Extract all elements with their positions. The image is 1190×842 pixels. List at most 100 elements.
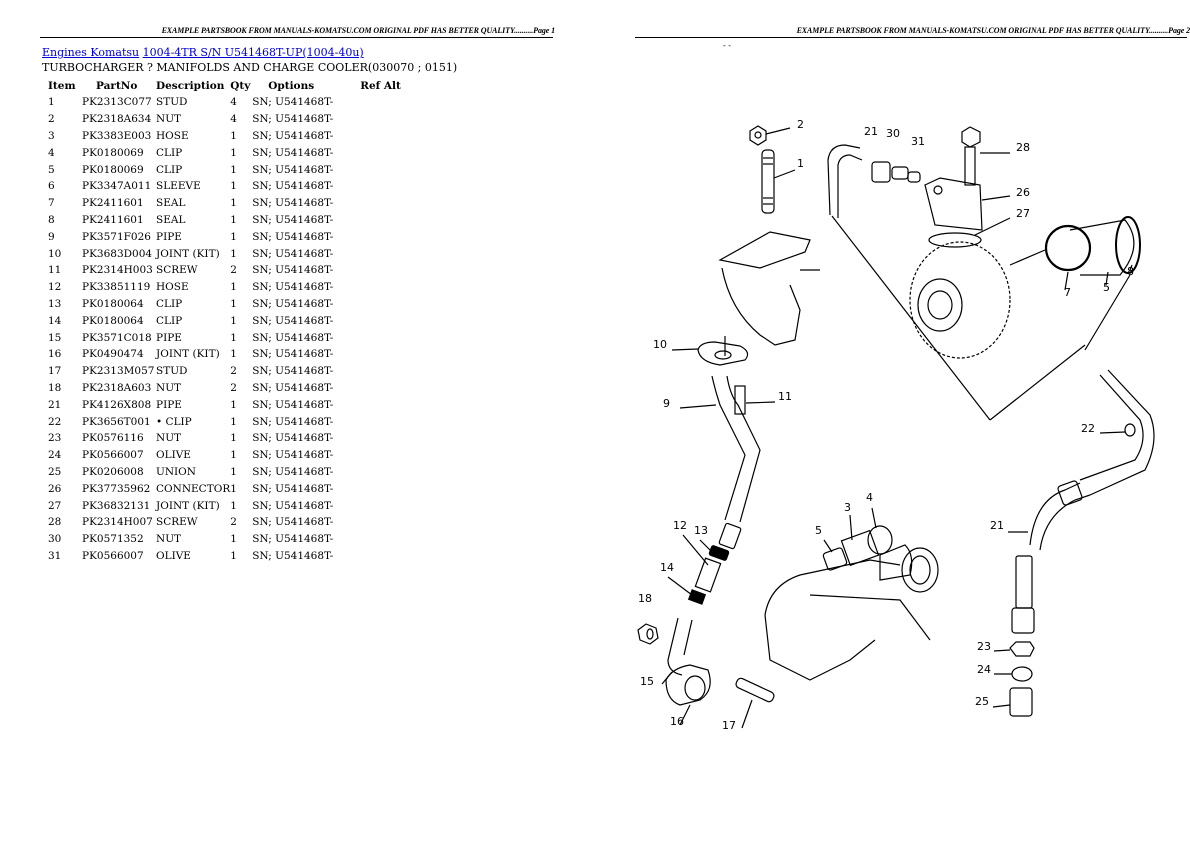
options-cell: SN; U541468T- [252,398,334,411]
ref-alt-cell [360,128,420,145]
ref-alt-cell [360,312,420,329]
callout-number: 3 [844,501,851,514]
options-cell: SN; U541468T- [252,549,334,562]
callout-number: 1 [797,157,804,170]
description-cell: STUD [156,365,188,378]
part-number-cell: PK0571352 [82,533,144,546]
options-cell: SN; U541468T- [252,449,334,462]
item-number-cell: 2 [48,113,55,126]
quantity-cell: 1 [230,465,237,478]
item-number-cell: 8 [48,213,55,226]
options-cell: SN; U541468T- [252,96,334,109]
quantity-cell: 4 [230,113,237,126]
item-number-cell: 26 [48,482,62,495]
callout-number: 14 [660,561,674,574]
callout-number: 23 [977,640,991,653]
ref-alt-cell [360,480,420,497]
options-cell: SN; U541468T- [252,129,334,142]
page-header: EXAMPLE PARTSBOOK FROM MANUALS-KOMATSU.C… [796,26,1190,35]
breadcrumb-link-model[interactable]: 1004-4TR S/N U541468T-UP(1004-40u) [142,46,364,59]
description-cell: NUT [156,113,182,126]
parts-table: Item PartNo Description Qty Options Ref … [44,77,420,564]
ref-alt-cell [360,548,420,565]
breadcrumb-link-engines[interactable]: Engines Komatsu [42,46,140,59]
ref-alt-cell [360,212,420,229]
item-number-cell: 7 [48,197,55,210]
part-number-cell: PK3347A011 [82,180,152,193]
quantity-cell: 1 [230,331,237,344]
item-number-cell: 25 [48,465,62,478]
callout-number: 10 [653,338,667,351]
col-options: Options [268,79,315,92]
callout-number: 30 [886,127,900,140]
page-1: EXAMPLE PARTSBOOK FROM MANUALS-KOMATSU.C… [40,26,555,564]
ref-alt-cell [360,94,420,111]
options-cell: SN; U541468T- [252,180,334,193]
options-cell: SN; U541468T- [252,331,334,344]
ref-alt-cell [360,497,420,514]
part-number-cell: PK2313C077 [82,96,152,109]
item-number-cell: 4 [48,146,55,159]
callout-number: 7 [1064,286,1071,299]
callout-number: 2 [797,118,804,131]
options-cell: SN; U541468T- [252,516,334,529]
description-cell: JOINT (KIT) [156,247,220,260]
callout-number: 12 [673,519,687,532]
ref-alt-cell [360,296,420,313]
ref-alt-cell [360,329,420,346]
callout-number: 28 [1016,141,1030,154]
quantity-cell: 1 [230,314,237,327]
col-item: Item [48,79,76,92]
description-cell: STUD [156,96,188,109]
header-rule [635,37,1187,38]
options-cell: SN; U541468T- [252,264,334,277]
item-number-cell: 21 [48,398,62,411]
item-number-cell: 13 [48,297,62,310]
ref-alt-cell [360,111,420,128]
item-number-cell: 9 [48,230,55,243]
quantity-cell: 1 [230,482,237,495]
item-number-cell: 23 [48,432,62,445]
options-cell: SN; U541468T- [252,230,334,243]
callout-number: 11 [778,390,792,403]
part-number-cell: PK2411601 [82,197,144,210]
col-partno: PartNo [96,79,138,92]
description-cell: PIPE [156,230,182,243]
ref-alt-cell [360,514,420,531]
quantity-cell: 2 [230,264,237,277]
part-number-cell: PK0180064 [82,314,144,327]
part-number-cell: PK3656T001 [82,415,151,428]
col-qty: Qty [230,79,251,92]
description-cell: CLIP [156,163,183,176]
options-cell: SN; U541468T- [252,465,334,478]
description-cell: UNION [156,465,196,478]
callout-number: 25 [975,695,989,708]
item-number-cell: 6 [48,180,55,193]
callout-number: 27 [1016,207,1030,220]
callout-number: 16 [670,715,684,728]
callout-number: 21 [864,125,878,138]
breadcrumb: Engines Komatsu 1004-4TR S/N U541468T-UP… [42,46,364,59]
options-cell: SN; U541468T- [252,533,334,546]
callout-number: 9 [663,397,670,410]
description-cell: NUT [156,432,182,445]
ref-alt-cell [360,346,420,363]
options-cell: SN; U541468T- [252,482,334,495]
callout-number: 5 [1103,281,1110,294]
description-cell: SLEEVE [156,180,201,193]
part-number-cell: PK3383E003 [82,129,152,142]
quantity-cell: 2 [230,516,237,529]
ref-alt-cell [360,262,420,279]
quantity-cell: 1 [230,398,237,411]
quantity-cell: 2 [230,365,237,378]
